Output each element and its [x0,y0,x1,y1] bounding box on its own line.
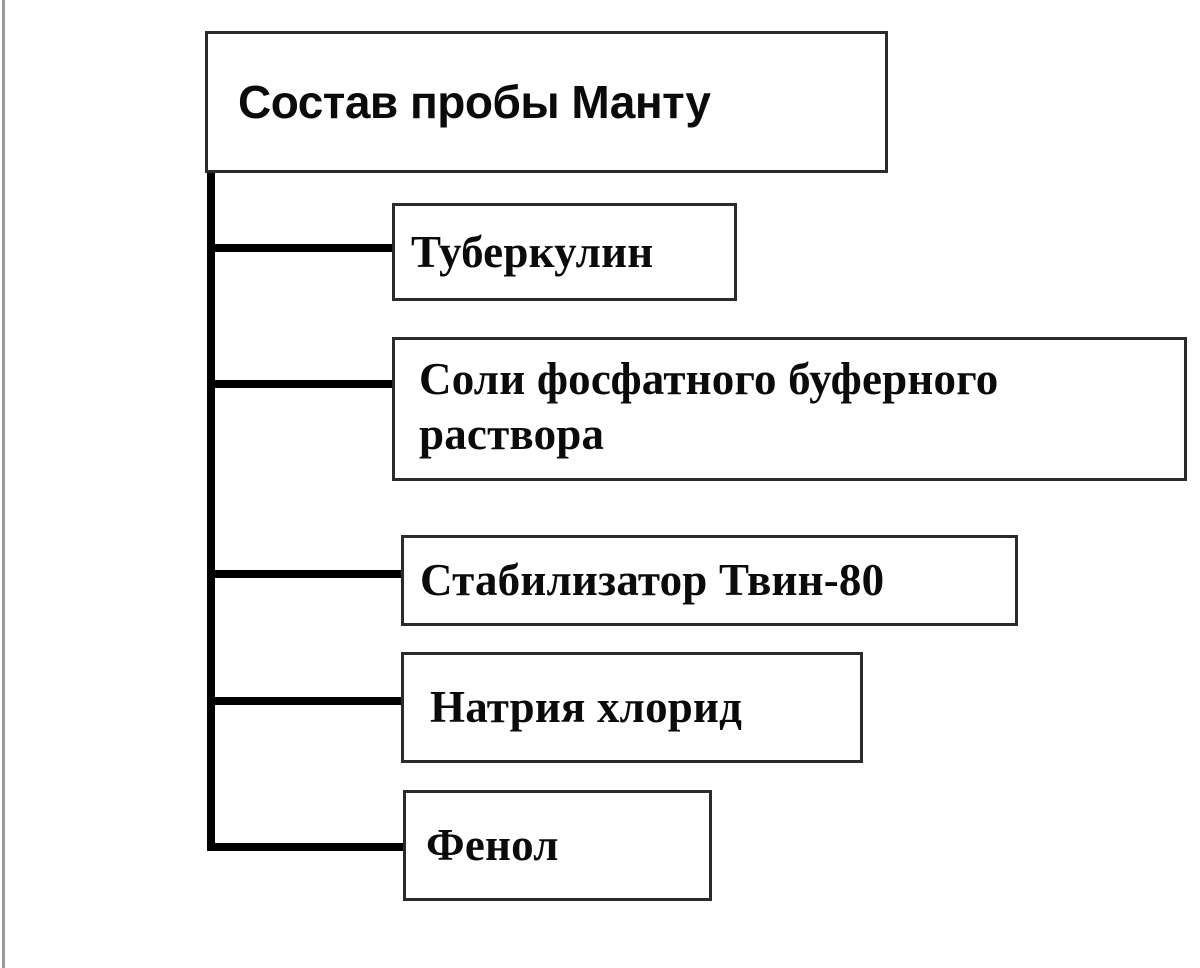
node-root: Состав пробы Манту [205,31,888,173]
node-child-1-label: Туберкулин [411,226,654,277]
node-child-2-label: Соли фосфатного буферного раствора [419,354,999,459]
node-child-5-label: Фенол [426,820,559,871]
node-child-3-label: Стабилизатор Твин-80 [420,555,885,606]
connector-branch-5 [207,843,405,851]
page-edge-rule [2,0,5,968]
node-child-stabilizer-tween-80: Стабилизатор Твин-80 [401,535,1018,626]
connector-branch-2 [207,380,394,388]
node-child-sodium-chloride: Натрия хлорид [401,652,863,763]
connector-trunk [207,172,215,851]
connector-branch-4 [207,697,403,705]
node-child-4-label: Натрия хлорид [430,682,743,733]
connector-branch-1 [207,244,394,252]
connector-branch-3 [207,570,403,578]
node-child-tuberculin: Туберкулин [392,203,737,301]
node-root-label: Состав пробы Манту [238,75,711,128]
node-child-phosphate-buffer-salts: Соли фосфатного буферного раствора [392,337,1187,481]
node-child-phenol: Фенол [403,790,712,901]
